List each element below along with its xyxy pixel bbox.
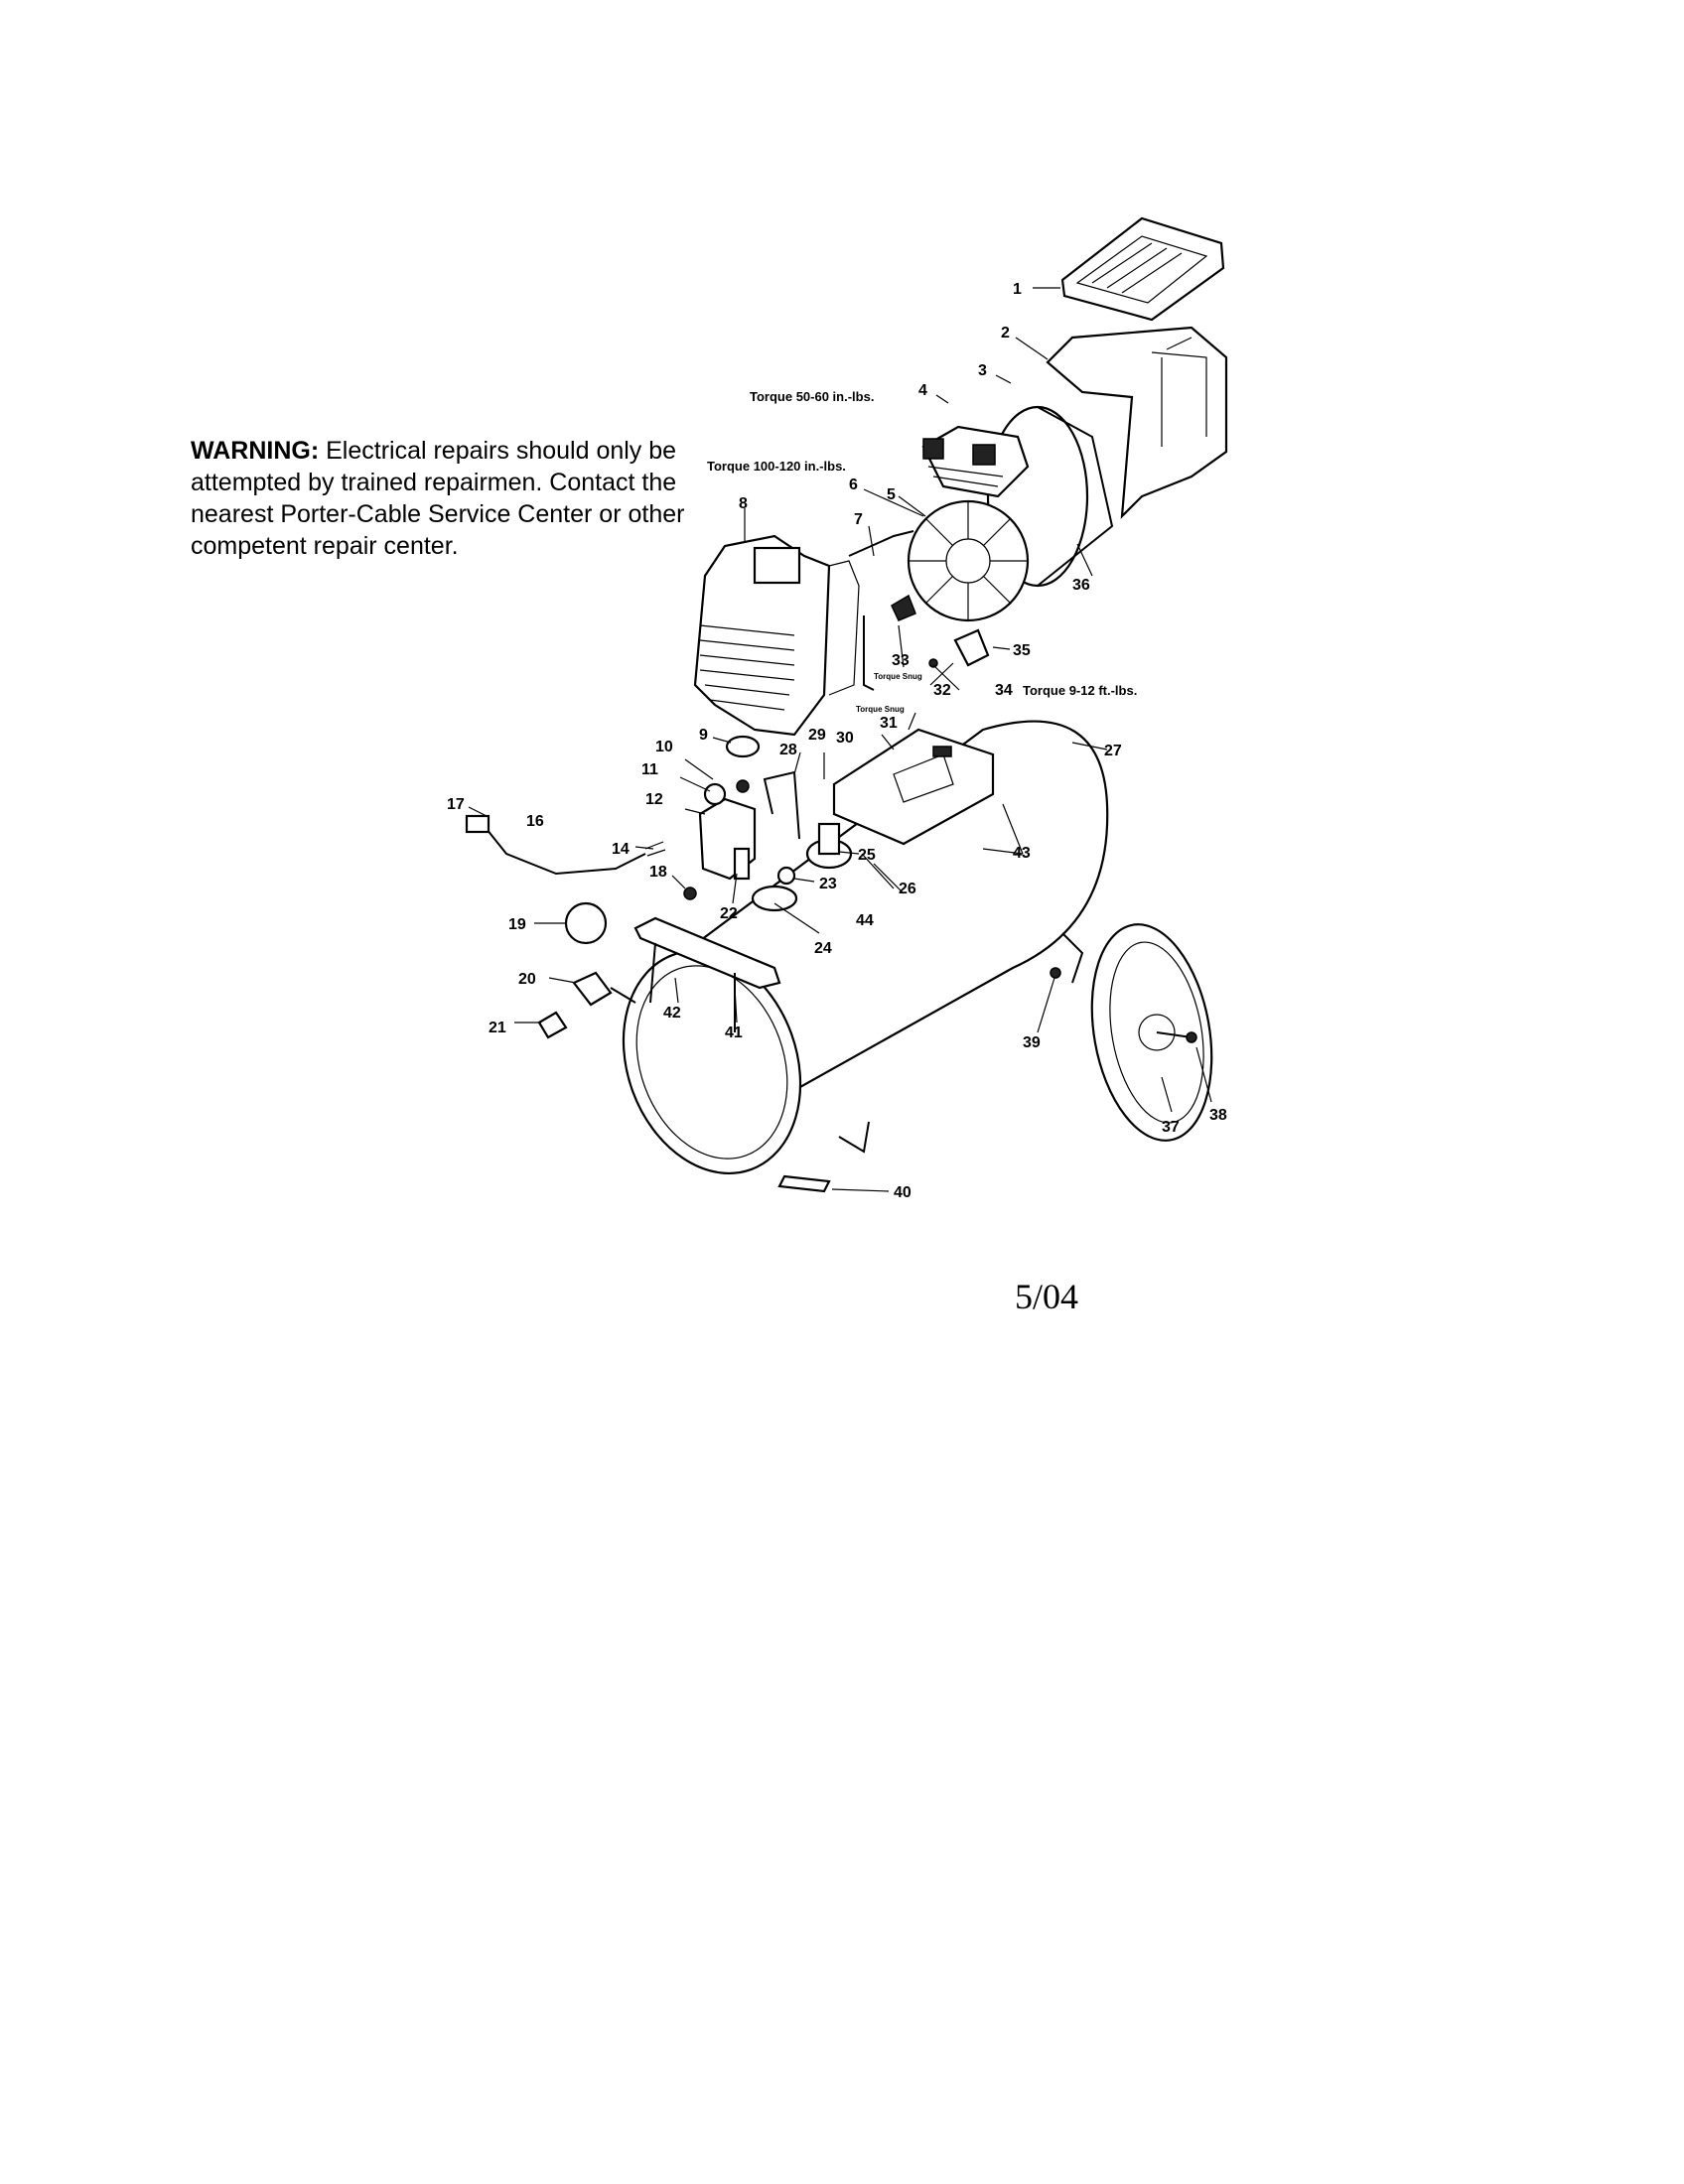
callout-25: 25: [858, 847, 876, 864]
callout-10: 10: [655, 739, 673, 755]
callout-20: 20: [518, 971, 536, 988]
callout-12: 12: [645, 791, 663, 808]
part-outlet-tube: [763, 770, 800, 840]
part-mounts: [891, 594, 990, 668]
torque-notes: Torque 50-60 in.-lbs. Torque 100-120 in.…: [707, 389, 1137, 714]
callout-43: 43: [1013, 845, 1031, 862]
callout-35: 35: [1013, 642, 1031, 659]
callout-26: 26: [899, 881, 916, 897]
torque-note-33: Torque Snug: [874, 672, 922, 681]
warning-body: Electrical repairs should only be attemp…: [191, 437, 685, 560]
callout-3: 3: [978, 362, 987, 379]
part-label: [777, 1174, 831, 1193]
part-shroud-front: [693, 534, 860, 737]
part-safety-valve: [537, 971, 636, 1039]
warning-heading: WARNING:: [191, 437, 320, 465]
callout-23: 23: [819, 876, 837, 892]
part-regulator: [751, 822, 853, 912]
torque-note-34: Torque 9-12 ft.-lbs.: [1023, 683, 1137, 698]
part-handle: [633, 916, 781, 1032]
part-tube: [848, 530, 914, 691]
callout-11: 11: [641, 761, 658, 778]
callout-39: 39: [1023, 1034, 1041, 1051]
callout-30: 30: [836, 730, 854, 747]
callout-19: 19: [508, 916, 526, 933]
warning-text: WARNING: Electrical repairs should only …: [191, 435, 687, 562]
date-code: 5/04: [1015, 1277, 1079, 1316]
callout-14: 14: [612, 841, 630, 858]
callout-2: 2: [1001, 325, 1010, 341]
part-control-plate: [832, 728, 995, 846]
callout-41: 41: [725, 1024, 743, 1041]
callout-38: 38: [1209, 1107, 1227, 1124]
callout-21: 21: [489, 1020, 506, 1036]
callout-27: 27: [1104, 743, 1122, 759]
callout-4: 4: [918, 382, 927, 399]
callout-31: 31: [880, 715, 898, 732]
part-pressure-switch: [683, 735, 796, 900]
callout-33: 33: [892, 652, 910, 669]
part-shroud-rear: [1046, 326, 1228, 519]
callout-9: 9: [699, 727, 708, 744]
callout-17: 17: [447, 796, 465, 813]
part-gauge: [564, 901, 608, 945]
part-pump: [921, 425, 1030, 498]
callout-40: 40: [894, 1184, 912, 1201]
part-fan: [907, 499, 1030, 622]
callout-5: 5: [887, 486, 896, 503]
callout-34: 34: [995, 682, 1013, 699]
callout-32: 32: [933, 682, 951, 699]
part-wheel: [1050, 923, 1213, 1142]
callout-29: 29: [808, 727, 826, 744]
callout-24: 24: [814, 940, 832, 957]
callout-44: 44: [856, 912, 874, 929]
callout-28: 28: [779, 742, 797, 758]
torque-note-31: Torque Snug: [856, 705, 905, 714]
callout-42: 42: [663, 1005, 681, 1022]
part-top-cover: [1060, 216, 1225, 322]
callout-18: 18: [649, 864, 667, 881]
torque-note-6: Torque 100-120 in.-lbs.: [707, 459, 846, 474]
callout-37: 37: [1162, 1119, 1180, 1136]
callout-1: 1: [1013, 281, 1022, 298]
callout-7: 7: [854, 511, 863, 528]
callout-6: 6: [849, 477, 858, 493]
callout-22: 22: [720, 905, 738, 922]
part-power-cord: [465, 814, 666, 876]
callout-8: 8: [739, 495, 748, 512]
part-tank: [622, 720, 1109, 1175]
callout-16: 16: [526, 813, 544, 830]
callouts: 1 2 3 4 5 6 7 8 9 10 11 12 14 16 17 18 1…: [447, 281, 1227, 1201]
leader-lines: [468, 287, 1212, 1192]
callout-36: 36: [1072, 577, 1090, 594]
torque-note-4: Torque 50-60 in.-lbs.: [750, 389, 874, 404]
